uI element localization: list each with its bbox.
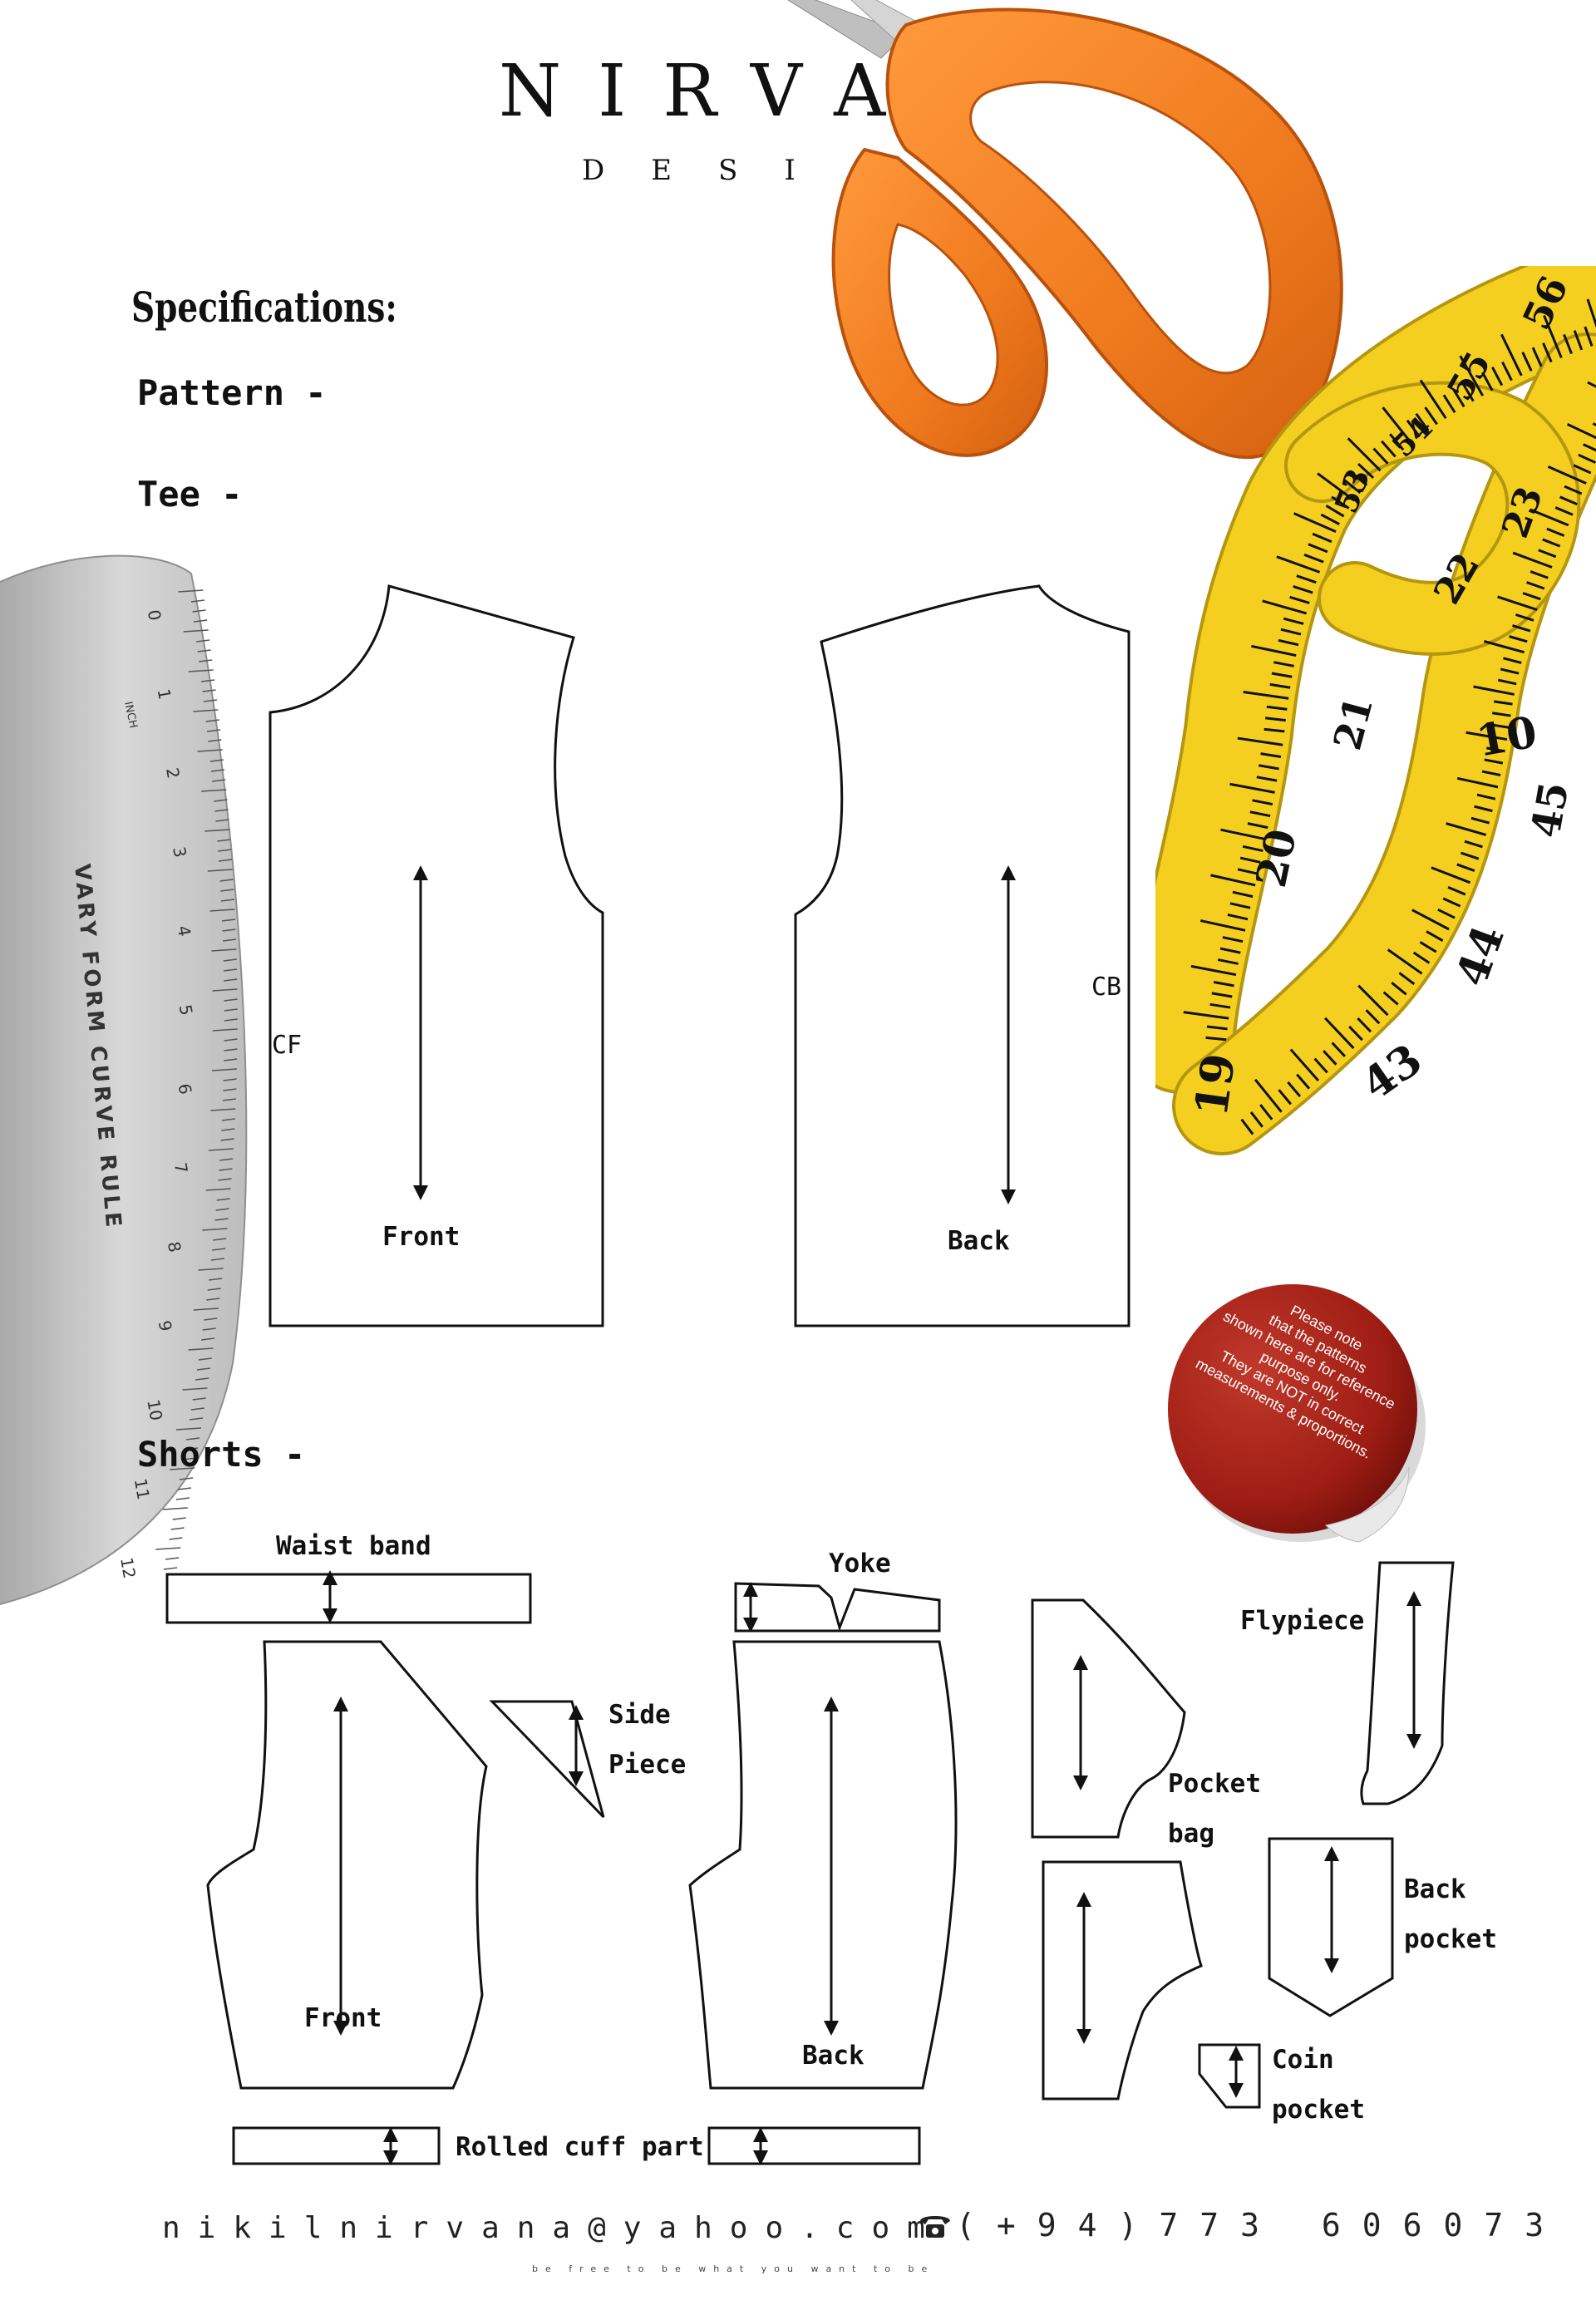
footer-phone: (+94)773 606073 — [956, 2207, 1566, 2243]
coin-pocket-label-1: Coin — [1272, 2045, 1334, 2075]
pocket-bag-upper — [1031, 1598, 1186, 1839]
rolled-cuff-back — [707, 2126, 921, 2165]
side-piece-label-2: Piece — [608, 1750, 687, 1780]
back-pocket-label-2: pocket — [1404, 1924, 1497, 1954]
shorts-back-label: Back — [802, 2041, 864, 2071]
tape-number: 19 — [1184, 1050, 1245, 1119]
coin-pocket-label-2: pocket — [1272, 2095, 1365, 2125]
pocket-bag-lower — [1042, 1860, 1203, 2101]
ruler-number: 1 — [154, 687, 175, 702]
ruler-number: 3 — [169, 845, 190, 859]
pocket-bag-label-2: bag — [1168, 1819, 1214, 1849]
flypiece-piece — [1360, 1561, 1455, 1805]
ruler-number: 0 — [144, 608, 165, 623]
ruler-number: 7 — [170, 1161, 192, 1175]
note-sticker — [1168, 1284, 1426, 1543]
side-piece-label-1: Side — [608, 1700, 671, 1730]
coin-pocket-piece — [1198, 2043, 1261, 2109]
pattern-heading: Pattern - — [137, 372, 327, 413]
shorts-heading: Shorts - — [137, 1434, 306, 1475]
tee-back-piece — [794, 584, 1130, 1327]
back-pocket-label-1: Back — [1404, 1874, 1466, 1904]
yoke-label: Yoke — [829, 1549, 891, 1578]
rolled-cuff-label: Rolled cuff part — [456, 2132, 704, 2162]
ruler-number: 12 — [116, 1556, 140, 1580]
tape-number: 45 — [1523, 779, 1579, 842]
scissors — [787, 0, 1343, 459]
side-piece — [489, 1700, 605, 1819]
shorts-front-label: Front — [304, 2003, 382, 2033]
rolled-cuff-front — [232, 2126, 441, 2165]
ruler-number: 6 — [175, 1082, 196, 1096]
ruler-unit: INCH — [121, 701, 139, 730]
ruler-number: 4 — [174, 924, 195, 938]
ruler-number: 8 — [164, 1240, 185, 1254]
tee-heading: Tee - — [137, 474, 243, 515]
brand-title: NIRVA — [499, 50, 923, 133]
tee-cb-label: CB — [1091, 973, 1122, 1002]
phone-icon — [920, 2216, 950, 2238]
tee-cf-label: CF — [272, 1031, 303, 1060]
footer-tagline: be free to be what you want to be — [532, 2263, 935, 2274]
brand-subtitle: DESI — [582, 154, 842, 187]
footer-email: nikilnirvana@yahoo.com — [162, 2211, 943, 2245]
tape-number: 10 — [1473, 707, 1541, 767]
ruler-number: 2 — [162, 766, 184, 781]
ruler-number: 9 — [155, 1319, 176, 1333]
ruler-number: 5 — [175, 1003, 197, 1017]
tape-number: 20 — [1246, 825, 1306, 891]
waist-band-label: Waist band — [276, 1531, 431, 1561]
tee-front-piece — [268, 584, 604, 1327]
measuring-tape: 56 55 54 53 23 22 21 10 45 20 44 19 43 — [1155, 266, 1596, 1155]
pocket-bag-label-1: Pocket — [1168, 1769, 1261, 1799]
ruler-number: 11 — [131, 1477, 154, 1501]
tee-back-label: Back — [948, 1226, 1010, 1256]
flypiece-label: Flypiece — [1240, 1606, 1365, 1636]
ruler-number: 10 — [143, 1398, 166, 1422]
waist-band-piece — [165, 1573, 532, 1624]
tee-front-label: Front — [382, 1222, 461, 1252]
yoke-piece — [734, 1582, 941, 1633]
shorts-back-piece — [688, 1640, 958, 2090]
specifications-heading: Specifications: — [131, 283, 397, 332]
